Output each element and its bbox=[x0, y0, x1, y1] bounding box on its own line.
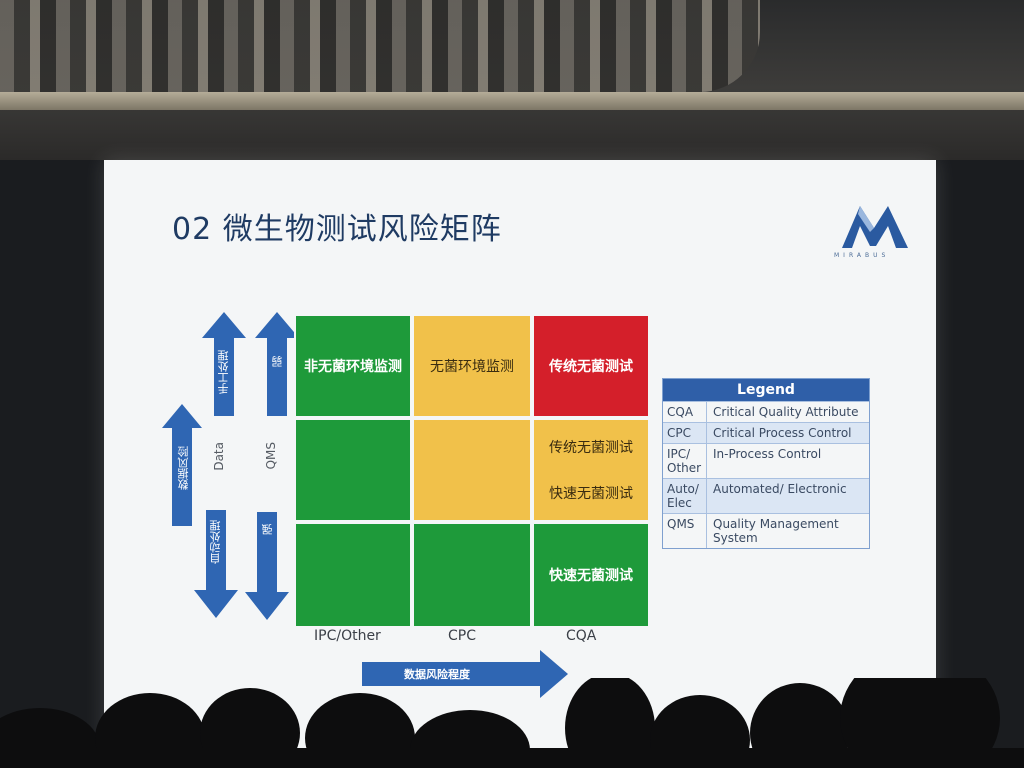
slide-title: 02 微生物测试风险矩阵 bbox=[172, 212, 502, 247]
legend-heading: Legend bbox=[663, 379, 869, 401]
legend-value: Quality Management System bbox=[713, 517, 839, 545]
arrow-up-manual-icon bbox=[202, 312, 246, 416]
legend-value: Critical Process Control bbox=[713, 426, 852, 440]
legend-value: In-Process Control bbox=[713, 447, 822, 461]
mirabus-logo-icon bbox=[842, 206, 908, 248]
legend-row: CPC Critical Process Control bbox=[663, 422, 869, 443]
legend-row: IPC/ Other In-Process Control bbox=[663, 443, 869, 478]
legend-key: Auto/ Elec bbox=[663, 479, 707, 513]
logo-wordmark: MIRABUS bbox=[834, 252, 890, 259]
matrix-cell bbox=[294, 418, 412, 522]
matrix-cell-text: 传统无菌测试 bbox=[549, 440, 633, 456]
ceiling bbox=[0, 0, 1024, 160]
legend-key: CPC bbox=[663, 423, 707, 443]
arrow-auto-label: 自动处理 bbox=[209, 520, 222, 564]
matrix-cell: 快速无菌测试 bbox=[532, 522, 650, 628]
legend-key: CQA bbox=[663, 402, 707, 422]
matrix-cell-text: 无菌环境监测 bbox=[430, 359, 514, 375]
legend-row: CQA Critical Quality Attribute bbox=[663, 401, 869, 422]
arrow-data-risk-icon bbox=[162, 404, 202, 526]
legend-key: QMS bbox=[663, 514, 707, 548]
audience-silhouettes bbox=[0, 678, 1024, 768]
matrix-cell: 传统无菌测试快速无菌测试 bbox=[532, 418, 650, 522]
arrow-down-auto-icon bbox=[194, 510, 238, 618]
chandelier bbox=[0, 0, 760, 92]
matrix-cell: 传统无菌测试 bbox=[532, 314, 650, 418]
axis-qms-label: QMS bbox=[264, 442, 278, 470]
risk-matrix: 非无菌环境监测无菌环境监测传统无菌测试传统无菌测试快速无菌测试快速无菌测试 bbox=[294, 314, 650, 628]
bottom-arrow-label: 数据风险程度 bbox=[404, 668, 470, 681]
arrow-down-qms-icon bbox=[245, 512, 289, 620]
matrix-cell: 非无菌环境监测 bbox=[294, 314, 412, 418]
matrix-cell-text: 快速无菌测试 bbox=[549, 486, 633, 502]
x-label-ipc: IPC/Other bbox=[314, 628, 381, 644]
matrix-cell: 无菌环境监测 bbox=[412, 314, 532, 418]
matrix-cell-text: 非无菌环境监测 bbox=[304, 359, 402, 375]
arrow-data-risk-label: 数据风险 bbox=[177, 446, 190, 490]
arrow-manual-label: 手工处理 bbox=[217, 350, 230, 394]
matrix-cell bbox=[294, 522, 412, 628]
x-label-cqa: CQA bbox=[566, 628, 597, 644]
bottom-risk-arrow-icon bbox=[362, 650, 568, 698]
matrix-cell-text: 快速无菌测试 bbox=[549, 568, 633, 584]
legend-value: Critical Quality Attribute bbox=[713, 405, 859, 419]
legend-row: Auto/ Elec Automated/ Electronic bbox=[663, 478, 869, 513]
legend-value: Automated/ Electronic bbox=[713, 482, 847, 496]
matrix-cell bbox=[412, 522, 532, 628]
arrow-qms-down-label: 强 bbox=[261, 524, 274, 535]
x-label-cpc: CPC bbox=[448, 628, 476, 644]
ceiling-beam bbox=[0, 92, 1024, 110]
arrow-up-qms-icon bbox=[255, 312, 299, 416]
arrow-qms-up-label: 弱 bbox=[271, 356, 284, 367]
axis-data-label: Data bbox=[212, 442, 226, 471]
projection-screen: 02 微生物测试风险矩阵 MIRABUS 手工处理 弱 数据风险 Data QM… bbox=[104, 160, 936, 760]
matrix-cell bbox=[412, 418, 532, 522]
matrix-cell-text: 传统无菌测试 bbox=[549, 359, 633, 375]
legend-key: IPC/ Other bbox=[663, 444, 707, 478]
